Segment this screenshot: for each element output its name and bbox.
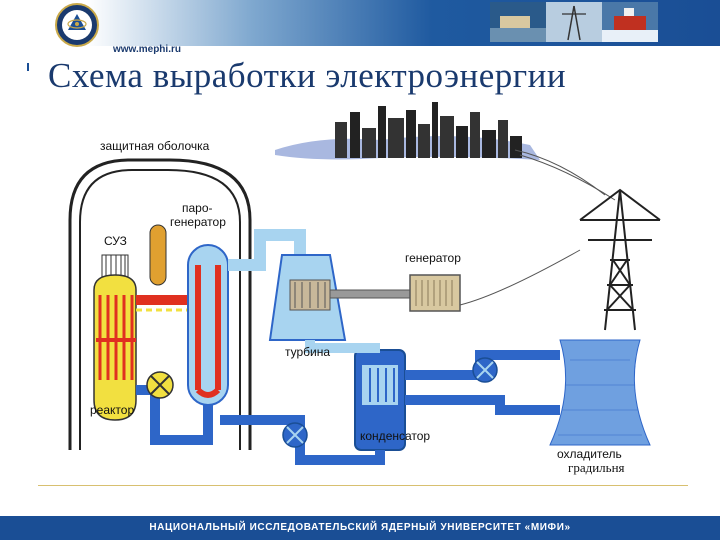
label-steam-generator-1: паро- [182, 201, 213, 215]
turbine [268, 254, 347, 341]
feedwater-pump [282, 422, 308, 448]
label-containment: защитная оболочка [100, 139, 210, 153]
reactor-vessel [93, 274, 137, 421]
label-condenser: конденсатор [360, 429, 430, 443]
label-turbine: турбина [285, 345, 330, 359]
cooling-water-in [405, 395, 560, 415]
pressurizer [149, 224, 167, 286]
cooling-pump [472, 357, 498, 383]
control-rods [101, 254, 129, 278]
header-photo-strip [490, 2, 658, 42]
label-reactor: реактор [90, 403, 134, 417]
power-generation-diagram: защитная оболочка паро- генератор СУЗ ге… [68, 102, 661, 475]
steam-generator [187, 244, 229, 406]
turbine-shaft [329, 289, 411, 299]
generator [409, 274, 461, 312]
slide-title: Схема выработки электроэнергии [48, 56, 567, 95]
footer-rule [38, 485, 688, 486]
feedwater-line [220, 415, 385, 465]
cooling-tower [549, 339, 651, 446]
label-steam-generator-2: генератор [170, 215, 226, 229]
site-url[interactable]: www.mephi.ru [113, 44, 181, 55]
mephi-logo [55, 3, 99, 47]
label-control-rods: СУЗ [104, 234, 127, 248]
label-generator: генератор [405, 251, 461, 265]
steam-line [228, 229, 306, 271]
reactor-coolant-pump [146, 371, 174, 399]
transmission-tower [579, 188, 661, 331]
label-cooler-1: охладитель [557, 447, 622, 461]
label-cooler-2: градильня [568, 460, 625, 475]
title-marker [27, 63, 29, 71]
city-skyline [275, 102, 540, 160]
footer-banner: НАЦИОНАЛЬНЫЙ ИССЛЕДОВАТЕЛЬСКИЙ ЯДЕРНЫЙ У… [0, 516, 720, 540]
